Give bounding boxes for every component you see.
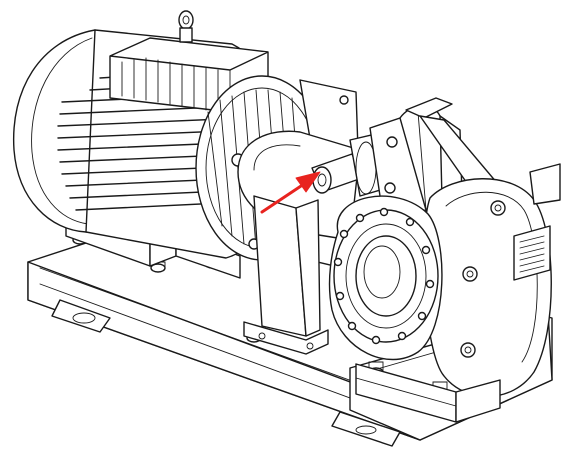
coupling-guard (237, 130, 361, 355)
flange-bolt-holes (333, 207, 435, 345)
lifting-eye-icon (178, 10, 194, 43)
discharge-flange (328, 195, 443, 361)
electric-motor (12, 10, 359, 261)
pump-mounting-foot (355, 363, 501, 423)
gear-pump-body (423, 163, 561, 408)
pump-shaft-end (311, 131, 395, 197)
base-mounting-foot (51, 299, 111, 333)
nameplate-icon (513, 225, 551, 281)
red-arrow-icon (260, 171, 321, 214)
